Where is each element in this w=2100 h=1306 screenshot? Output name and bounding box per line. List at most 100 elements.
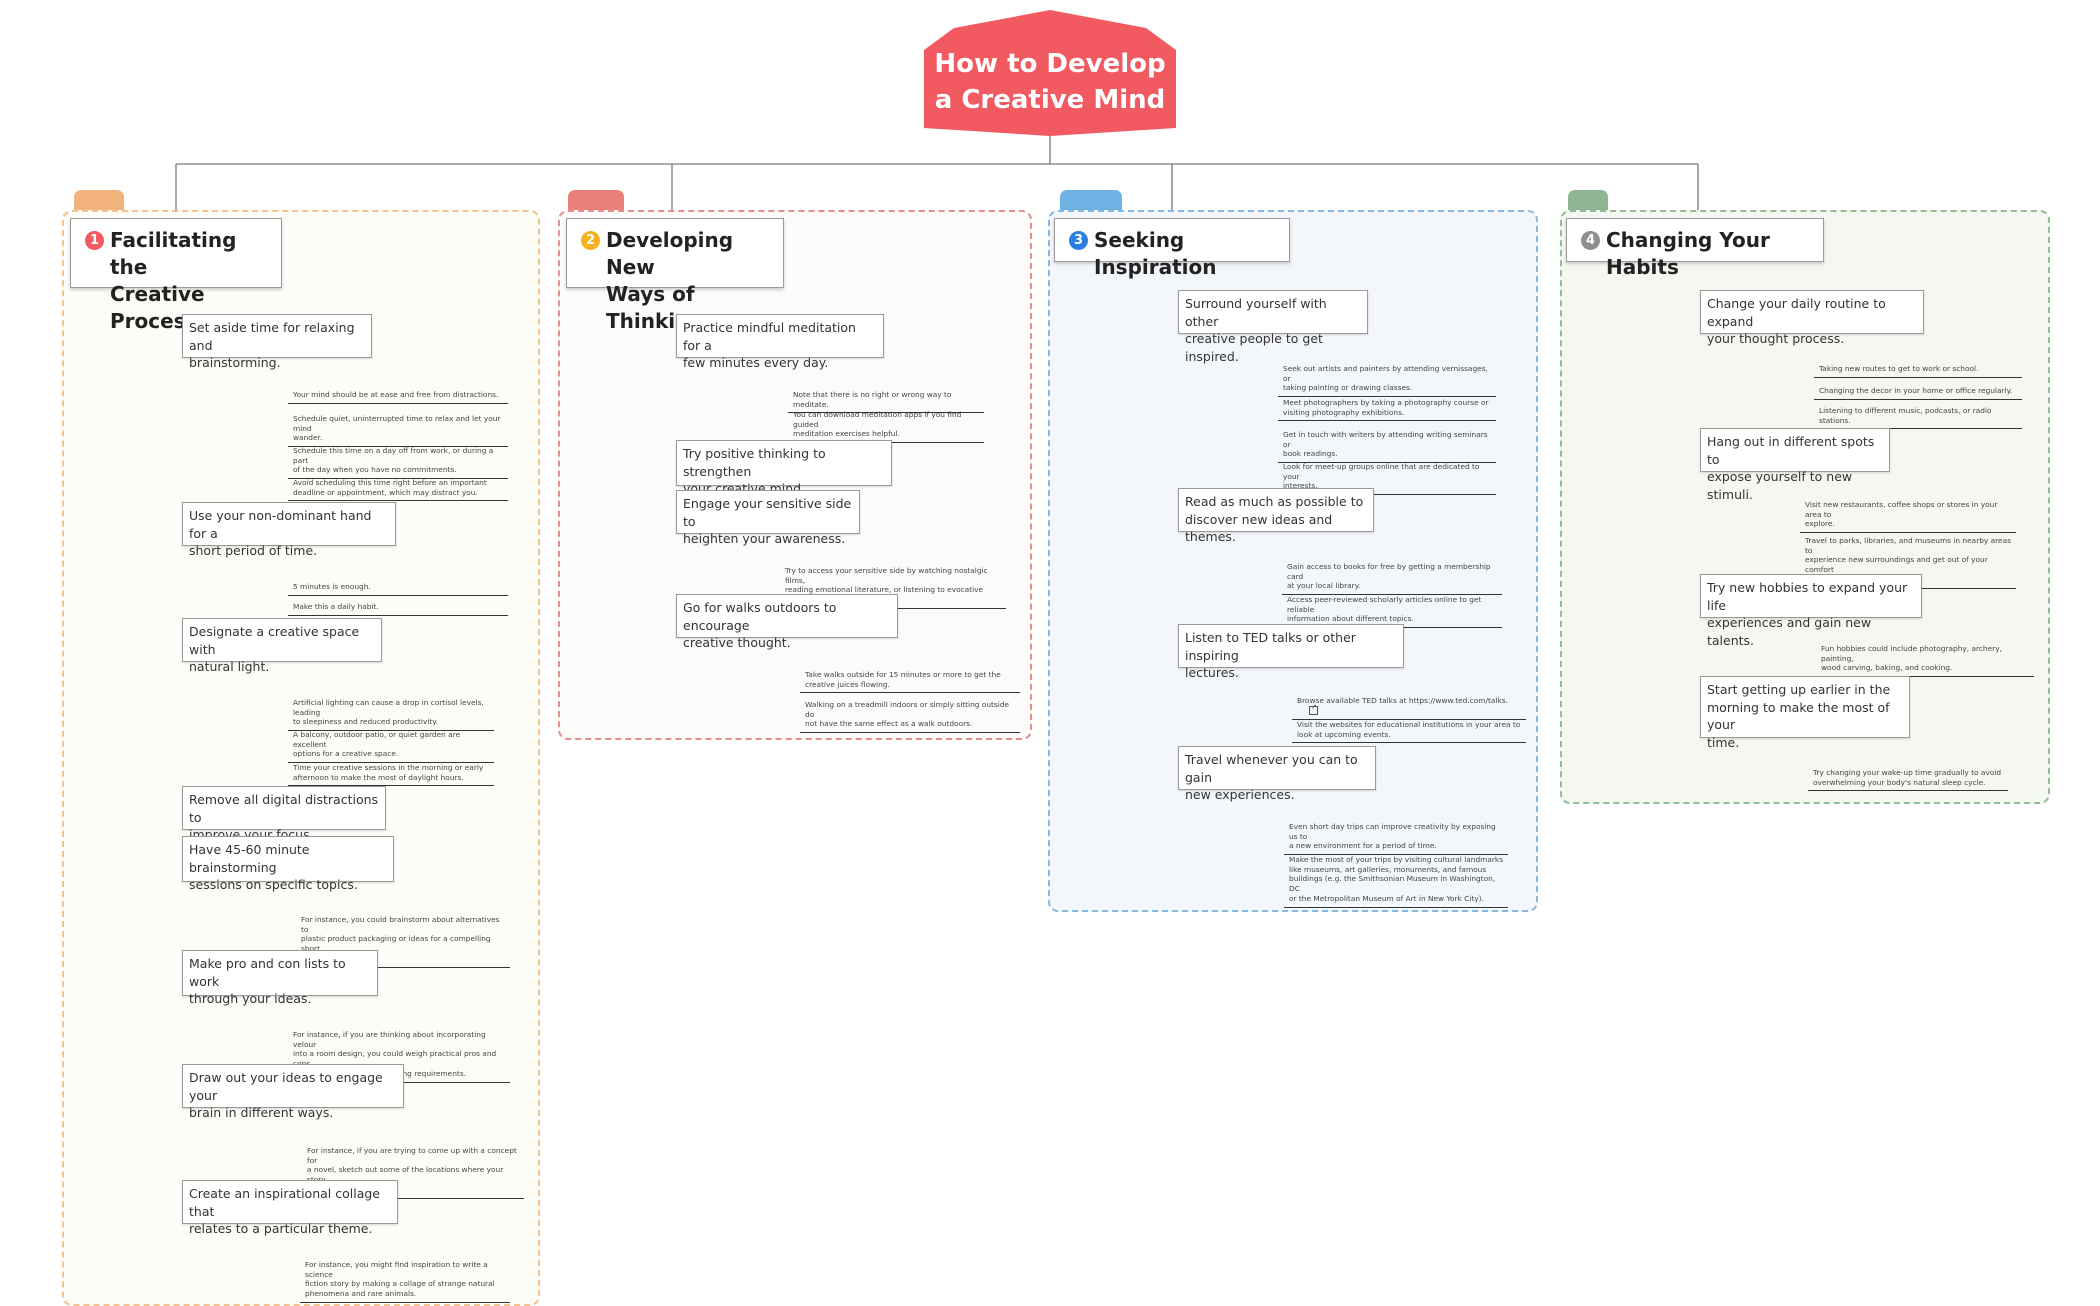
- detail-note-text: Gain access to books for free by getting…: [1287, 562, 1491, 591]
- detail-note-text: Artificial lighting can cause a drop in …: [293, 698, 484, 727]
- detail-note: A balcony, outdoor patio, or quiet garde…: [288, 730, 494, 764]
- subtopic-label: Designate a creative space with natural …: [189, 624, 360, 674]
- subtopic[interactable]: Hang out in different spots to expose yo…: [1700, 428, 1890, 502]
- detail-note-text: Even short day trips can improve creativ…: [1289, 822, 1496, 851]
- branch-title: Changing Your Habits: [1606, 228, 1770, 279]
- detail-note-text: Meet photographers by taking a photograp…: [1283, 398, 1489, 417]
- subtopic[interactable]: Set aside time for relaxing and brainsto…: [182, 314, 372, 370]
- branch-1-area: [62, 210, 540, 1306]
- subtopic[interactable]: Surround yourself with other creative pe…: [1178, 290, 1368, 364]
- detail-note-text: Access peer-reviewed scholarly articles …: [1287, 595, 1482, 624]
- detail-note: Seek out artists and painters by attendi…: [1278, 364, 1496, 398]
- subtopic-label: Surround yourself with other creative pe…: [1185, 296, 1327, 364]
- subtopic-label: Make pro and con lists to work through y…: [189, 956, 346, 1006]
- detail-note-text: Take walks outside for 15 minutes or mor…: [805, 670, 1001, 689]
- subtopic-label: Travel whenever you can to gain new expe…: [1185, 752, 1358, 802]
- detail-note: Changing the decor in your home or offic…: [1814, 386, 2022, 400]
- detail-note-text: Get in touch with writers by attending w…: [1283, 430, 1488, 459]
- subtopic[interactable]: Have 45-60 minute brainstorming sessions…: [182, 836, 394, 892]
- subtopic[interactable]: Try positive thinking to strengthen your…: [676, 440, 892, 496]
- central-topic-shape: [924, 10, 1176, 136]
- detail-note-text: Your mind should be at ease and free fro…: [293, 390, 499, 399]
- subtopic-label: Draw out your ideas to engage your brain…: [189, 1070, 383, 1120]
- external-link-icon[interactable]: [1309, 703, 1318, 715]
- detail-note: 5 minutes is enough.: [288, 582, 508, 596]
- detail-note-text: Listening to different music, podcasts, …: [1819, 406, 1992, 425]
- detail-note-text: For instance, you could brainstorm about…: [301, 915, 500, 963]
- subtopic-label: Go for walks outdoors to encourage creat…: [683, 600, 837, 650]
- subtopic-label: Have 45-60 minute brainstorming sessions…: [189, 842, 358, 892]
- subtopic[interactable]: Travel whenever you can to gain new expe…: [1178, 746, 1376, 802]
- subtopic[interactable]: Remove all digital distractions to impro…: [182, 786, 386, 842]
- detail-note: Time your creative sessions in the morni…: [288, 763, 494, 787]
- detail-note-text: Avoid scheduling this time right before …: [293, 478, 487, 497]
- detail-note: Visit new restaurants, coffee shops or s…: [1800, 500, 2016, 534]
- detail-note: Taking new routes to get to work or scho…: [1814, 364, 2022, 378]
- subtopic[interactable]: Use your non-dominant hand for a short p…: [182, 502, 396, 558]
- detail-note-text: Seek out artists and painters by attendi…: [1283, 364, 1488, 393]
- detail-note-text: 5 minutes is enough.: [293, 582, 371, 591]
- subtopic[interactable]: Draw out your ideas to engage your brain…: [182, 1064, 404, 1120]
- detail-note-text: For instance, if you are trying to come …: [307, 1146, 517, 1194]
- subtopic[interactable]: Go for walks outdoors to encourage creat…: [676, 594, 898, 650]
- detail-note: Your mind should be at ease and free fro…: [288, 390, 508, 404]
- subtopic-label: Read as much as possible to discover new…: [1185, 494, 1364, 544]
- branch-number-badge: 4: [1581, 231, 1600, 250]
- detail-note: Even short day trips can improve creativ…: [1284, 822, 1508, 856]
- subtopic-label: Practice mindful meditation for a few mi…: [683, 320, 856, 370]
- subtopic[interactable]: Read as much as possible to discover new…: [1178, 488, 1374, 544]
- branch-number-badge: 1: [85, 231, 104, 250]
- subtopic[interactable]: Engage your sensitive side to heighten y…: [676, 490, 860, 546]
- subtopic-label: Engage your sensitive side to heighten y…: [683, 496, 852, 546]
- detail-note-text: A balcony, outdoor patio, or quiet garde…: [293, 730, 461, 759]
- subtopic[interactable]: Listen to TED talks or other inspiring l…: [1178, 624, 1404, 680]
- detail-note: Artificial lighting can cause a drop in …: [288, 698, 494, 732]
- subtopic-label: Start getting up earlier in the morning …: [1707, 682, 1891, 750]
- detail-note-text: Browse available TED talks at https://ww…: [1297, 696, 1508, 705]
- detail-note: Walking on a treadmill indoors or simply…: [800, 700, 1020, 734]
- branch-2-tab: [568, 190, 624, 210]
- detail-note-text: Make the most of your trips by visiting …: [1289, 855, 1504, 903]
- subtopic[interactable]: Make pro and con lists to work through y…: [182, 950, 378, 1006]
- detail-note-text: Look for meet-up groups online that are …: [1283, 462, 1480, 491]
- subtopic-label: Use your non-dominant hand for a short p…: [189, 508, 372, 558]
- detail-note: Schedule this time on a day off from wor…: [288, 446, 508, 480]
- detail-note: Visit the websites for educational insti…: [1292, 720, 1526, 744]
- detail-note: For instance, if you are trying to come …: [302, 1146, 524, 1199]
- detail-note: Gain access to books for free by getting…: [1282, 562, 1502, 596]
- branch-title: Developing New Ways of Thinking: [606, 228, 734, 333]
- detail-note-text: Schedule quiet, uninterrupted time to re…: [293, 414, 501, 443]
- branch-3-tab: [1060, 190, 1122, 210]
- subtopic[interactable]: Try new hobbies to expand your life expe…: [1700, 574, 1922, 648]
- branch-1-tab: [74, 190, 124, 210]
- subtopic[interactable]: Practice mindful meditation for a few mi…: [676, 314, 884, 370]
- subtopic[interactable]: Create an inspirational collage that rel…: [182, 1180, 398, 1236]
- branch-4-topic[interactable]: 4 Changing Your Habits: [1566, 218, 1824, 279]
- subtopic[interactable]: Change your daily routine to expand your…: [1700, 290, 1924, 346]
- detail-note: Avoid scheduling this time right before …: [288, 478, 508, 502]
- branch-4-tab: [1568, 190, 1608, 210]
- subtopic-label: Create an inspirational collage that rel…: [189, 1186, 380, 1236]
- subtopic-label: Listen to TED talks or other inspiring l…: [1185, 630, 1356, 680]
- subtopic-label: Hang out in different spots to expose yo…: [1707, 434, 1875, 502]
- subtopic-label: Set aside time for relaxing and brainsto…: [189, 320, 355, 370]
- branch-number-badge: 2: [581, 231, 600, 250]
- subtopic-label: Change your daily routine to expand your…: [1707, 296, 1886, 346]
- branch-title: Seeking Inspiration: [1094, 228, 1217, 279]
- subtopic[interactable]: Start getting up earlier in the morning …: [1700, 676, 1910, 750]
- subtopic[interactable]: Designate a creative space with natural …: [182, 618, 382, 674]
- detail-note: Try changing your wake-up time gradually…: [1808, 768, 2008, 792]
- detail-note-text: Make this a daily habit.: [293, 602, 379, 611]
- detail-note: You can download meditation apps if you …: [788, 410, 984, 444]
- detail-note: Browse available TED talks at https://ww…: [1292, 696, 1526, 721]
- detail-note-text: Fun hobbies could include photography, a…: [1821, 644, 2002, 673]
- subtopic-label: Try positive thinking to strengthen your…: [683, 446, 826, 496]
- detail-note: Get in touch with writers by attending w…: [1278, 430, 1496, 464]
- branch-2-topic[interactable]: 2 Developing New Ways of Thinking: [566, 218, 784, 333]
- detail-note: Take walks outside for 15 minutes or mor…: [800, 670, 1020, 694]
- detail-note: Look for meet-up groups online that are …: [1278, 462, 1496, 496]
- central-topic-title: How to Develop a Creative Mind: [934, 49, 1166, 115]
- central-topic[interactable]: How to Develop a Creative Mind: [924, 10, 1176, 136]
